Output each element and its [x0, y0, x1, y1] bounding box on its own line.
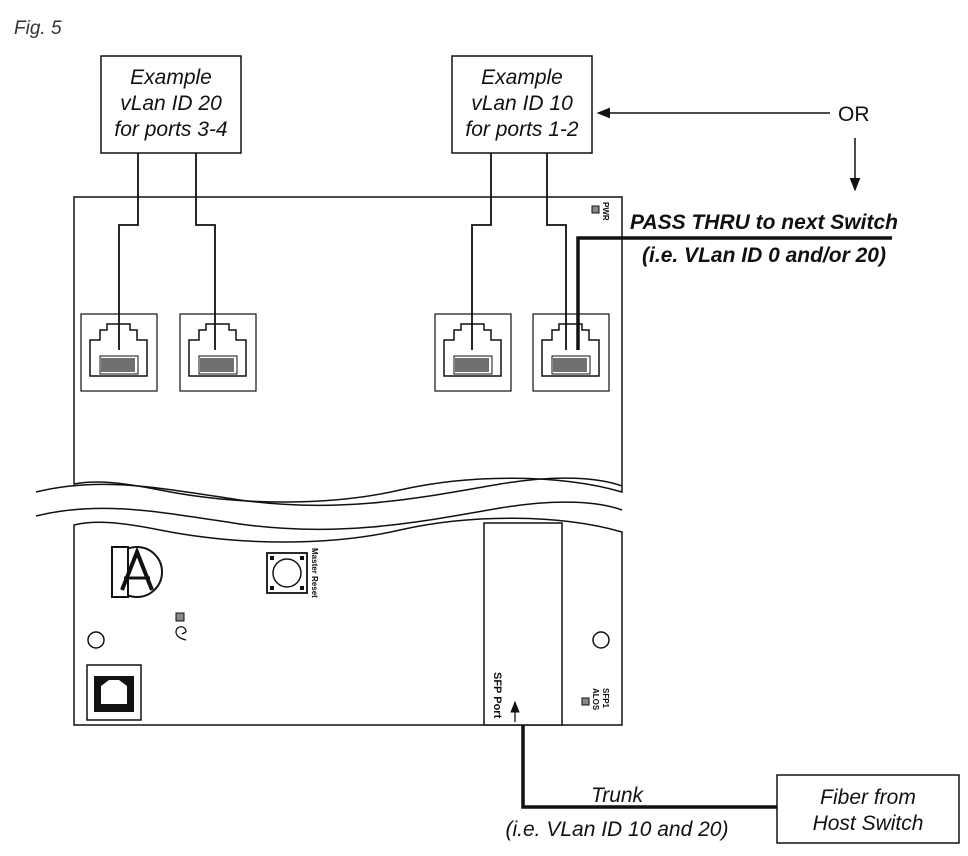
- or-label: OR: [838, 103, 870, 126]
- vlan10-line-2: vLan ID 10: [471, 92, 573, 115]
- usb-b-port: [86, 664, 142, 721]
- alos-label: ALOS: [591, 688, 600, 711]
- rj45-port-1: [532, 313, 610, 392]
- heartbeat-icon: [175, 626, 187, 641]
- pwr-label: PWR: [601, 202, 610, 221]
- vlan20-line-3: for ports 3-4: [114, 118, 227, 141]
- trunk-label: Trunk: [591, 784, 645, 807]
- vlan10-line-3: for ports 1-2: [465, 118, 579, 141]
- alos-led: [581, 697, 590, 706]
- trunk-sublabel: (i.e. VLan ID 10 and 20): [506, 818, 729, 841]
- vlan20-line-1: Example: [130, 66, 212, 89]
- vlan20-line-2: vLan ID 20: [120, 92, 222, 115]
- pass-thru-cable: [576, 236, 892, 350]
- sfp-port-label: SFP Port: [491, 672, 503, 719]
- vlan20-box: Example vLan ID 20 for ports 3-4: [100, 55, 242, 154]
- fiber-line-1: Fiber from: [820, 786, 916, 809]
- fiber-box: Fiber from Host Switch: [776, 774, 960, 844]
- mounting-hole-right: [592, 631, 610, 649]
- cable-port-4: [118, 153, 139, 350]
- cable-port-2: [471, 153, 492, 350]
- cable-port-1: [546, 153, 567, 350]
- master-reset-button: [266, 552, 308, 594]
- logo-icon: [111, 546, 163, 598]
- figure-label: Fig. 5: [14, 18, 62, 39]
- vlan10-box: Example vLan ID 10 for ports 1-2: [451, 55, 593, 154]
- vlan10-line-1: Example: [481, 66, 563, 89]
- sfp-cage: [483, 522, 563, 726]
- cable-port-3: [195, 153, 216, 350]
- master-reset-label: Master Reset: [310, 548, 319, 598]
- rj45-port-3: [179, 313, 257, 392]
- status-led: [175, 612, 185, 622]
- pwr-led: [591, 205, 600, 214]
- sfp1-label: SFP1: [601, 688, 610, 709]
- fiber-line-2: Host Switch: [813, 812, 924, 835]
- rj45-port-2: [434, 313, 512, 392]
- pass-thru-sublabel: (i.e. VLan ID 0 and/or 20): [642, 244, 886, 267]
- pass-thru-label: PASS THRU to next Switch: [630, 211, 898, 234]
- mounting-hole-left: [87, 631, 105, 649]
- trunk-cable: [521, 725, 777, 809]
